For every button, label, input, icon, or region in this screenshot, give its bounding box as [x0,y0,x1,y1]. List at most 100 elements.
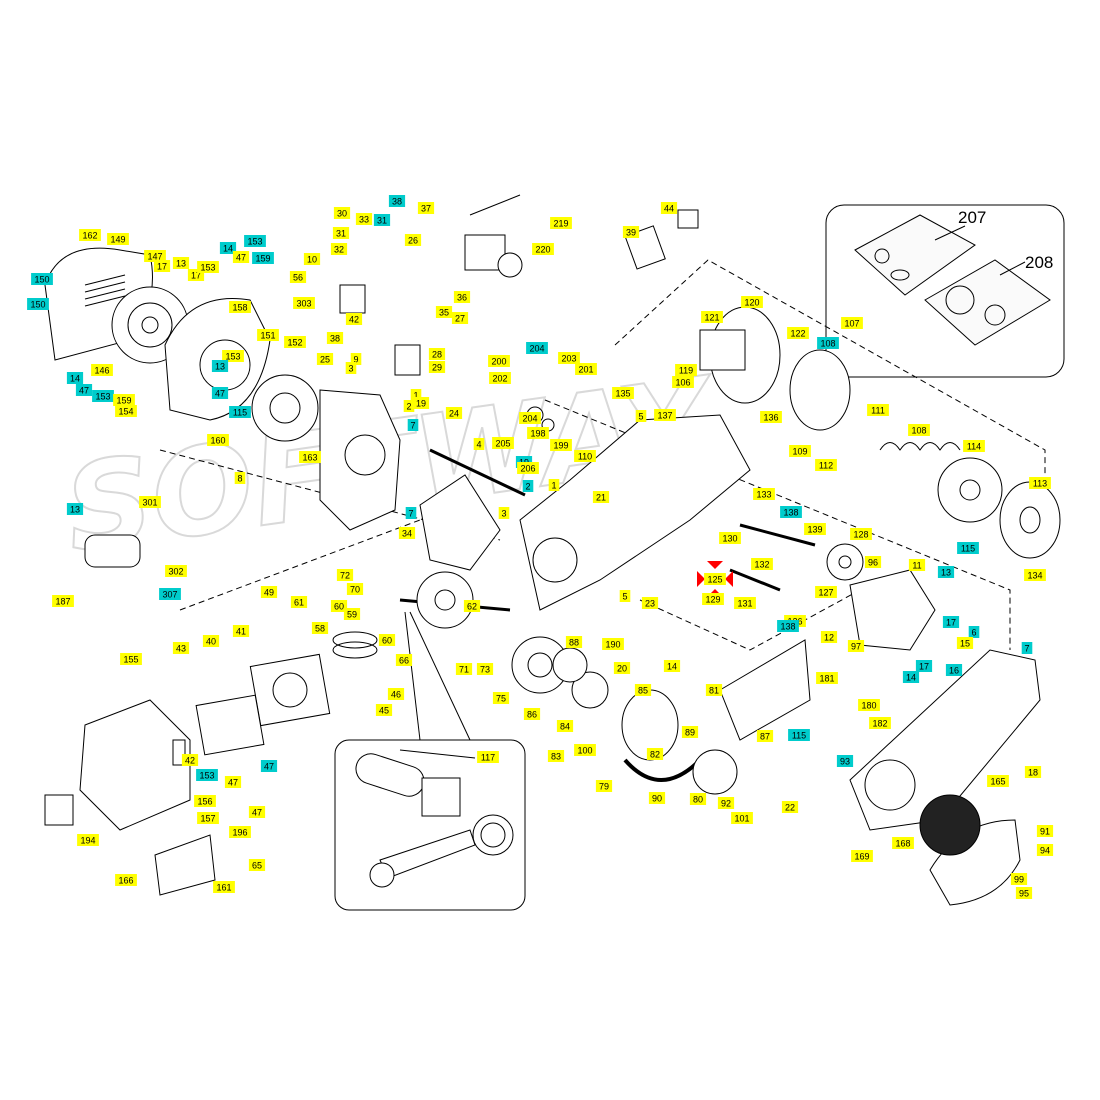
part-callout-17[interactable]: 17 [915,660,933,672]
part-callout-17[interactable]: 17 [153,260,171,272]
part-callout-115[interactable]: 115 [229,406,251,418]
part-callout-108[interactable]: 108 [817,337,839,349]
part-callout-75[interactable]: 75 [492,692,510,704]
part-callout-71[interactable]: 71 [455,663,473,675]
part-callout-7[interactable]: 7 [407,419,419,431]
part-callout-153[interactable]: 153 [196,769,218,781]
part-callout-19[interactable]: 19 [412,397,430,409]
part-callout-10[interactable]: 10 [303,253,321,265]
part-callout-150[interactable]: 150 [27,298,49,310]
part-callout-159[interactable]: 159 [252,252,274,264]
part-callout-59[interactable]: 59 [343,608,361,620]
part-callout-45[interactable]: 45 [375,704,393,716]
part-callout-2[interactable]: 2 [403,400,415,412]
part-callout-38[interactable]: 38 [388,195,406,207]
part-callout-165[interactable]: 165 [987,775,1009,787]
part-callout-204[interactable]: 204 [526,342,548,354]
part-callout-20[interactable]: 20 [613,662,631,674]
part-callout-12[interactable]: 12 [820,631,838,643]
part-callout-42[interactable]: 42 [181,754,199,766]
part-callout-90[interactable]: 90 [648,792,666,804]
part-callout-47[interactable]: 47 [248,806,266,818]
part-callout-86[interactable]: 86 [523,708,541,720]
part-callout-94[interactable]: 94 [1036,844,1054,856]
part-callout-200[interactable]: 200 [488,355,510,367]
part-callout-13[interactable]: 13 [937,566,955,578]
part-callout-160[interactable]: 160 [207,434,229,446]
part-callout-115[interactable]: 115 [788,729,810,741]
part-callout-108[interactable]: 108 [908,424,930,436]
part-callout-136[interactable]: 136 [760,411,782,423]
part-callout-17[interactable]: 17 [942,616,960,628]
part-callout-47[interactable]: 47 [75,384,93,396]
part-callout-149[interactable]: 149 [107,233,129,245]
part-callout-7[interactable]: 7 [405,507,417,519]
part-callout-37[interactable]: 37 [417,202,435,214]
part-callout-28[interactable]: 28 [428,348,446,360]
part-callout-9[interactable]: 9 [350,353,362,365]
part-callout-155[interactable]: 155 [120,653,142,665]
part-callout-26[interactable]: 26 [404,234,422,246]
part-callout-13[interactable]: 13 [211,360,229,372]
part-callout-47[interactable]: 47 [232,251,250,263]
part-callout-133[interactable]: 133 [753,488,775,500]
part-callout-150[interactable]: 150 [31,273,53,285]
part-callout-162[interactable]: 162 [79,229,101,241]
part-callout-115[interactable]: 115 [957,542,979,554]
part-callout-73[interactable]: 73 [476,663,494,675]
part-callout-60[interactable]: 60 [378,634,396,646]
part-callout-16[interactable]: 16 [945,664,963,676]
part-callout-39[interactable]: 39 [622,226,640,238]
part-callout-14[interactable]: 14 [902,671,920,683]
part-callout-15[interactable]: 15 [956,637,974,649]
part-callout-83[interactable]: 83 [547,750,565,762]
part-callout-205[interactable]: 205 [492,437,514,449]
part-callout-204[interactable]: 204 [519,412,541,424]
part-callout-132[interactable]: 132 [751,558,773,570]
part-callout-70[interactable]: 70 [346,583,364,595]
part-callout-202[interactable]: 202 [489,372,511,384]
part-callout-5[interactable]: 5 [619,590,631,602]
part-callout-153[interactable]: 153 [197,261,219,273]
part-callout-101[interactable]: 101 [731,812,753,824]
part-callout-138[interactable]: 138 [777,620,799,632]
part-callout-159[interactable]: 159 [113,394,135,406]
part-callout-303[interactable]: 303 [293,297,315,309]
part-callout-72[interactable]: 72 [336,569,354,581]
part-callout-92[interactable]: 92 [717,797,735,809]
part-callout-138[interactable]: 138 [780,506,802,518]
part-callout-127[interactable]: 127 [815,586,837,598]
part-callout-153[interactable]: 153 [222,350,244,362]
part-callout-194[interactable]: 194 [77,834,99,846]
part-callout-61[interactable]: 61 [290,596,308,608]
part-callout-128[interactable]: 128 [850,528,872,540]
part-callout-91[interactable]: 91 [1036,825,1054,837]
part-callout-219[interactable]: 219 [550,217,572,229]
part-callout-190[interactable]: 190 [602,638,624,650]
part-callout-154[interactable]: 154 [115,405,137,417]
part-callout-6[interactable]: 6 [968,626,980,638]
part-callout-146[interactable]: 146 [91,364,113,376]
part-callout-151[interactable]: 151 [257,329,279,341]
part-callout-36[interactable]: 36 [453,291,471,303]
part-callout-1[interactable]: 1 [410,389,422,401]
part-callout-169[interactable]: 169 [851,850,873,862]
part-callout-182[interactable]: 182 [869,717,891,729]
part-callout-32[interactable]: 32 [330,243,348,255]
part-callout-29[interactable]: 29 [428,361,446,373]
part-callout-139[interactable]: 139 [804,523,826,535]
part-callout-93[interactable]: 93 [836,755,854,767]
part-callout-134[interactable]: 134 [1024,569,1046,581]
part-callout-163[interactable]: 163 [299,451,321,463]
part-callout-130[interactable]: 130 [719,532,741,544]
part-callout-158[interactable]: 158 [229,301,251,313]
part-callout-47[interactable]: 47 [224,776,242,788]
part-callout-79[interactable]: 79 [595,780,613,792]
part-callout-1[interactable]: 1 [548,479,560,491]
part-callout-220[interactable]: 220 [532,243,554,255]
part-callout-49[interactable]: 49 [260,586,278,598]
part-callout-156[interactable]: 156 [194,795,216,807]
part-callout-112[interactable]: 112 [815,459,837,471]
part-callout-41[interactable]: 41 [232,625,250,637]
part-callout-40[interactable]: 40 [202,635,220,647]
